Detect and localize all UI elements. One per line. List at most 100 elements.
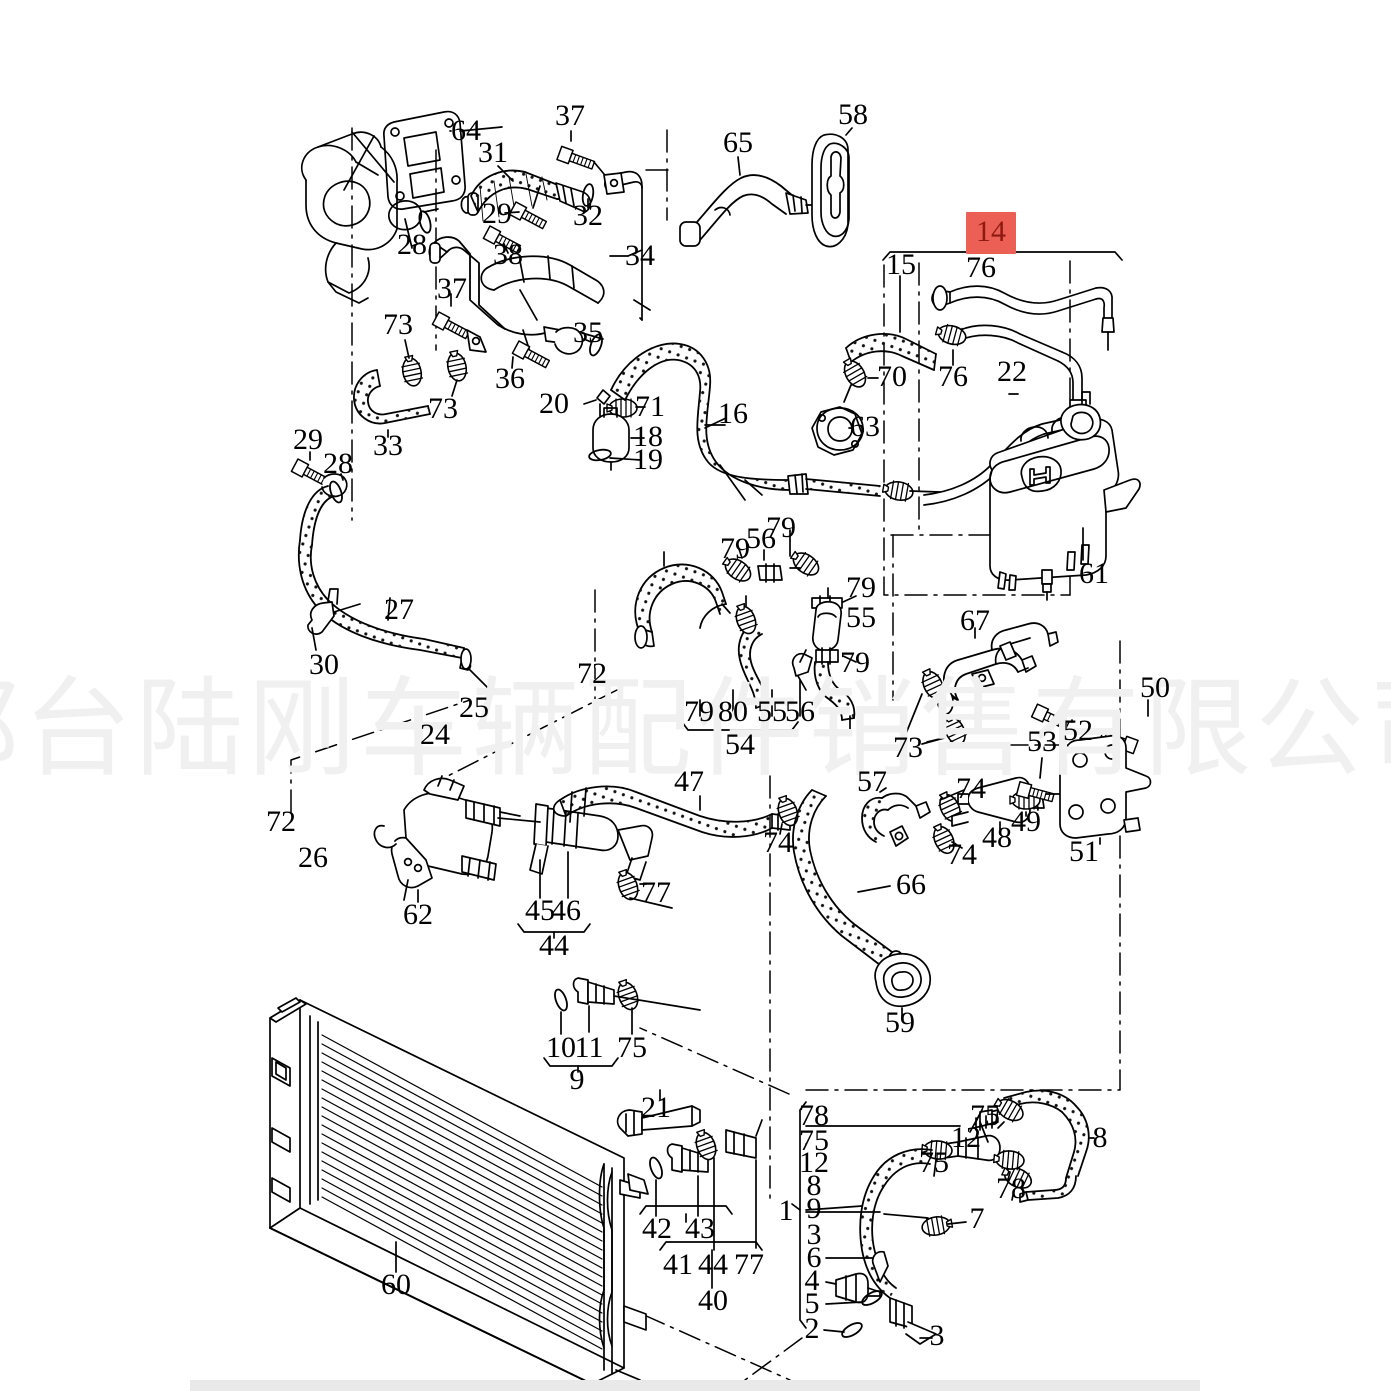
callout-label[interactable]: 41: [663, 1248, 693, 1281]
callout-label[interactable]: 73: [383, 308, 413, 341]
callout-label[interactable]: 10: [546, 1031, 576, 1064]
callout-label[interactable]: 34: [625, 239, 655, 272]
callout-label[interactable]: 72: [266, 805, 296, 838]
callout-label[interactable]: 66: [896, 868, 926, 901]
callout-label[interactable]: 58: [838, 98, 868, 131]
callout-label[interactable]: 77: [641, 876, 671, 909]
callout-label[interactable]: 6: [806, 1241, 822, 1274]
callout-label[interactable]: 28: [323, 447, 353, 480]
callout-label[interactable]: 55: [846, 601, 876, 634]
callout-label[interactable]: 73: [428, 392, 458, 425]
callout-label[interactable]: 54: [725, 728, 755, 761]
callout-label[interactable]: 70: [877, 360, 907, 393]
callout-label[interactable]: 48: [982, 821, 1012, 854]
callout-label[interactable]: 4: [804, 1264, 820, 1297]
callout-label[interactable]: 5: [804, 1287, 820, 1320]
callout-label[interactable]: 75: [799, 1124, 829, 1157]
callout-label[interactable]: 44: [539, 929, 569, 962]
callout-label[interactable]: 35: [573, 316, 603, 349]
callout-label[interactable]: 38: [493, 238, 523, 271]
callout-label[interactable]: 33: [373, 429, 403, 462]
callout-label[interactable]: 8: [1092, 1121, 1108, 1154]
callout-label[interactable]: 61: [1079, 557, 1109, 590]
callout-label[interactable]: 40: [698, 1284, 728, 1317]
callout-label-highlighted[interactable]: 14: [966, 212, 1016, 254]
callout-label[interactable]: 79: [840, 646, 870, 679]
callout-label[interactable]: 49: [1011, 805, 1041, 838]
callout-label[interactable]: 56: [785, 695, 815, 728]
callout-label[interactable]: 25: [459, 691, 489, 724]
callout-label[interactable]: 18: [633, 420, 663, 453]
callout-label[interactable]: 29: [293, 423, 323, 456]
callout-label[interactable]: 75: [970, 1099, 1000, 1132]
callout-label[interactable]: 8: [806, 1169, 822, 1202]
callout-label[interactable]: 26: [298, 841, 328, 874]
callout-label[interactable]: 60: [381, 1268, 411, 1301]
callout-label[interactable]: 30: [309, 648, 339, 681]
callout-label[interactable]: 67: [960, 604, 990, 637]
callout-label[interactable]: 78: [996, 1172, 1026, 1205]
callout-label[interactable]: 75: [919, 1146, 949, 1179]
callout-label[interactable]: 27: [384, 593, 414, 626]
callout-label[interactable]: 75: [617, 1031, 647, 1064]
callout-label[interactable]: 63: [850, 410, 880, 443]
callout-label[interactable]: 29: [482, 197, 512, 230]
callout-label[interactable]: 79: [766, 511, 796, 544]
callout-label[interactable]: 3: [929, 1319, 945, 1352]
callout-label[interactable]: 45: [525, 894, 555, 927]
callout-label[interactable]: 31: [478, 136, 508, 169]
callout-label[interactable]: 71: [635, 390, 665, 423]
callout-label[interactable]: 72: [577, 657, 607, 690]
callout-label[interactable]: 65: [723, 126, 753, 159]
callout-label[interactable]: 79: [720, 532, 750, 565]
callout-label[interactable]: 12: [951, 1121, 981, 1154]
callout-label[interactable]: 19: [633, 443, 663, 476]
callout-label[interactable]: 12: [799, 1146, 829, 1179]
callout-label[interactable]: 9: [806, 1192, 822, 1225]
callout-label[interactable]: 20: [539, 387, 569, 420]
callout-label[interactable]: 74: [956, 772, 986, 805]
callout-label[interactable]: 11: [574, 1031, 604, 1064]
callout-label[interactable]: 76: [966, 251, 996, 284]
callout-label[interactable]: 32: [573, 199, 603, 232]
callout-label[interactable]: 55: [757, 695, 787, 728]
callout-label[interactable]: 50: [1140, 671, 1170, 704]
callout-label[interactable]: 37: [555, 99, 585, 132]
callout-label[interactable]: 2: [804, 1312, 820, 1345]
callout-label[interactable]: 43: [685, 1212, 715, 1245]
callout-label[interactable]: 78: [799, 1099, 829, 1132]
callout-label[interactable]: 79: [846, 571, 876, 604]
callout-label[interactable]: 51: [1069, 835, 1099, 868]
callout-label[interactable]: 59: [885, 1006, 915, 1039]
callout-label[interactable]: 42: [642, 1212, 672, 1245]
callout-label[interactable]: 79: [684, 695, 714, 728]
callout-label[interactable]: 21: [641, 1091, 671, 1124]
callout-label[interactable]: 1: [778, 1194, 794, 1227]
callout-label[interactable]: 56: [746, 522, 776, 555]
callout-label[interactable]: 80: [718, 695, 748, 728]
callout-label[interactable]: 28: [397, 228, 427, 261]
callout-label[interactable]: 76: [938, 360, 968, 393]
callout-label[interactable]: 9: [569, 1063, 585, 1096]
callout-label[interactable]: 24: [420, 718, 450, 751]
callout-label[interactable]: 74: [763, 826, 793, 859]
callout-label[interactable]: 53: [1027, 725, 1057, 758]
callout-label[interactable]: 77: [734, 1248, 764, 1281]
callout-label[interactable]: 37: [437, 272, 467, 305]
callout-label[interactable]: 64: [451, 114, 481, 147]
callout-label[interactable]: 36: [495, 362, 525, 395]
callout-label[interactable]: 46: [551, 894, 581, 927]
callout-label[interactable]: 7: [969, 1202, 985, 1235]
callout-label[interactable]: 16: [718, 397, 748, 430]
callout-label[interactable]: 3: [806, 1218, 822, 1251]
callout-label[interactable]: 22: [997, 355, 1027, 388]
callout-label[interactable]: 47: [674, 765, 704, 798]
callout-label[interactable]: 73: [893, 731, 923, 764]
callout-label[interactable]: 44: [698, 1248, 728, 1281]
callout-label[interactable]: 15: [886, 248, 916, 281]
callout-label[interactable]: 52: [1063, 714, 1093, 747]
callout-label[interactable]: 62: [403, 898, 433, 931]
callout-label[interactable]: 57: [857, 765, 887, 798]
callout-label[interactable]: 74: [947, 838, 977, 871]
